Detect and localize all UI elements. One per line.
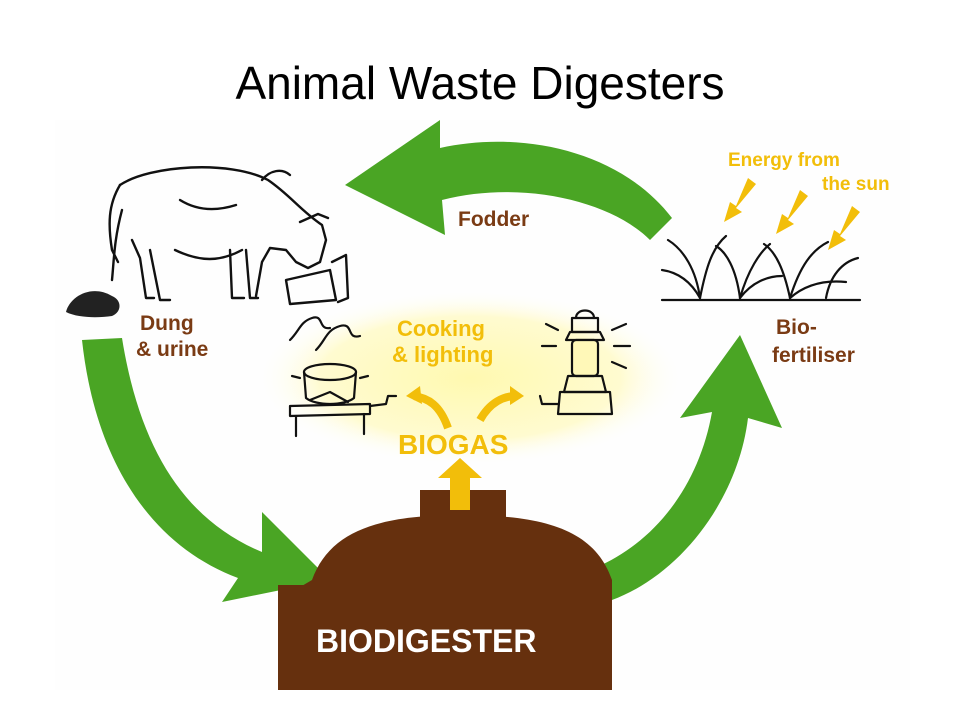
biodigester-dome-icon <box>278 490 612 690</box>
cooking-label-line1: Cooking <box>397 316 485 341</box>
energy-label-line2: the sun <box>822 174 890 195</box>
plant-icon <box>660 234 862 302</box>
energy-label-line1: Energy from <box>728 150 840 171</box>
fodder-arrow <box>345 120 672 240</box>
biofertiliser-label-line1: Bio- <box>776 316 817 339</box>
dung-arrow <box>82 338 330 602</box>
biofertiliser-label-line2: fertiliser <box>772 344 855 367</box>
fertiliser-arrow <box>595 335 782 600</box>
biogas-up-arrow <box>438 458 482 510</box>
slide-title: Animal Waste Digesters <box>235 57 725 109</box>
glow-highlight <box>255 290 685 466</box>
cooking-label-line2: & lighting <box>392 342 493 367</box>
lantern-icon <box>538 309 632 416</box>
dung-pile-icon <box>66 291 120 318</box>
sun-ray-icon <box>724 178 860 250</box>
biogas-label: BIOGAS <box>398 429 508 460</box>
stove-pot-icon <box>288 316 398 438</box>
dung-label-line1: Dung <box>140 312 194 335</box>
cow-icon <box>108 166 350 306</box>
biodigester-label: BIODIGESTER <box>316 623 536 659</box>
biogas-to-stove-arrowhead <box>406 386 422 404</box>
biogas-to-lantern-arrowhead <box>510 386 524 405</box>
dung-label-line2: & urine <box>136 338 208 361</box>
fodder-label: Fodder <box>458 208 529 231</box>
